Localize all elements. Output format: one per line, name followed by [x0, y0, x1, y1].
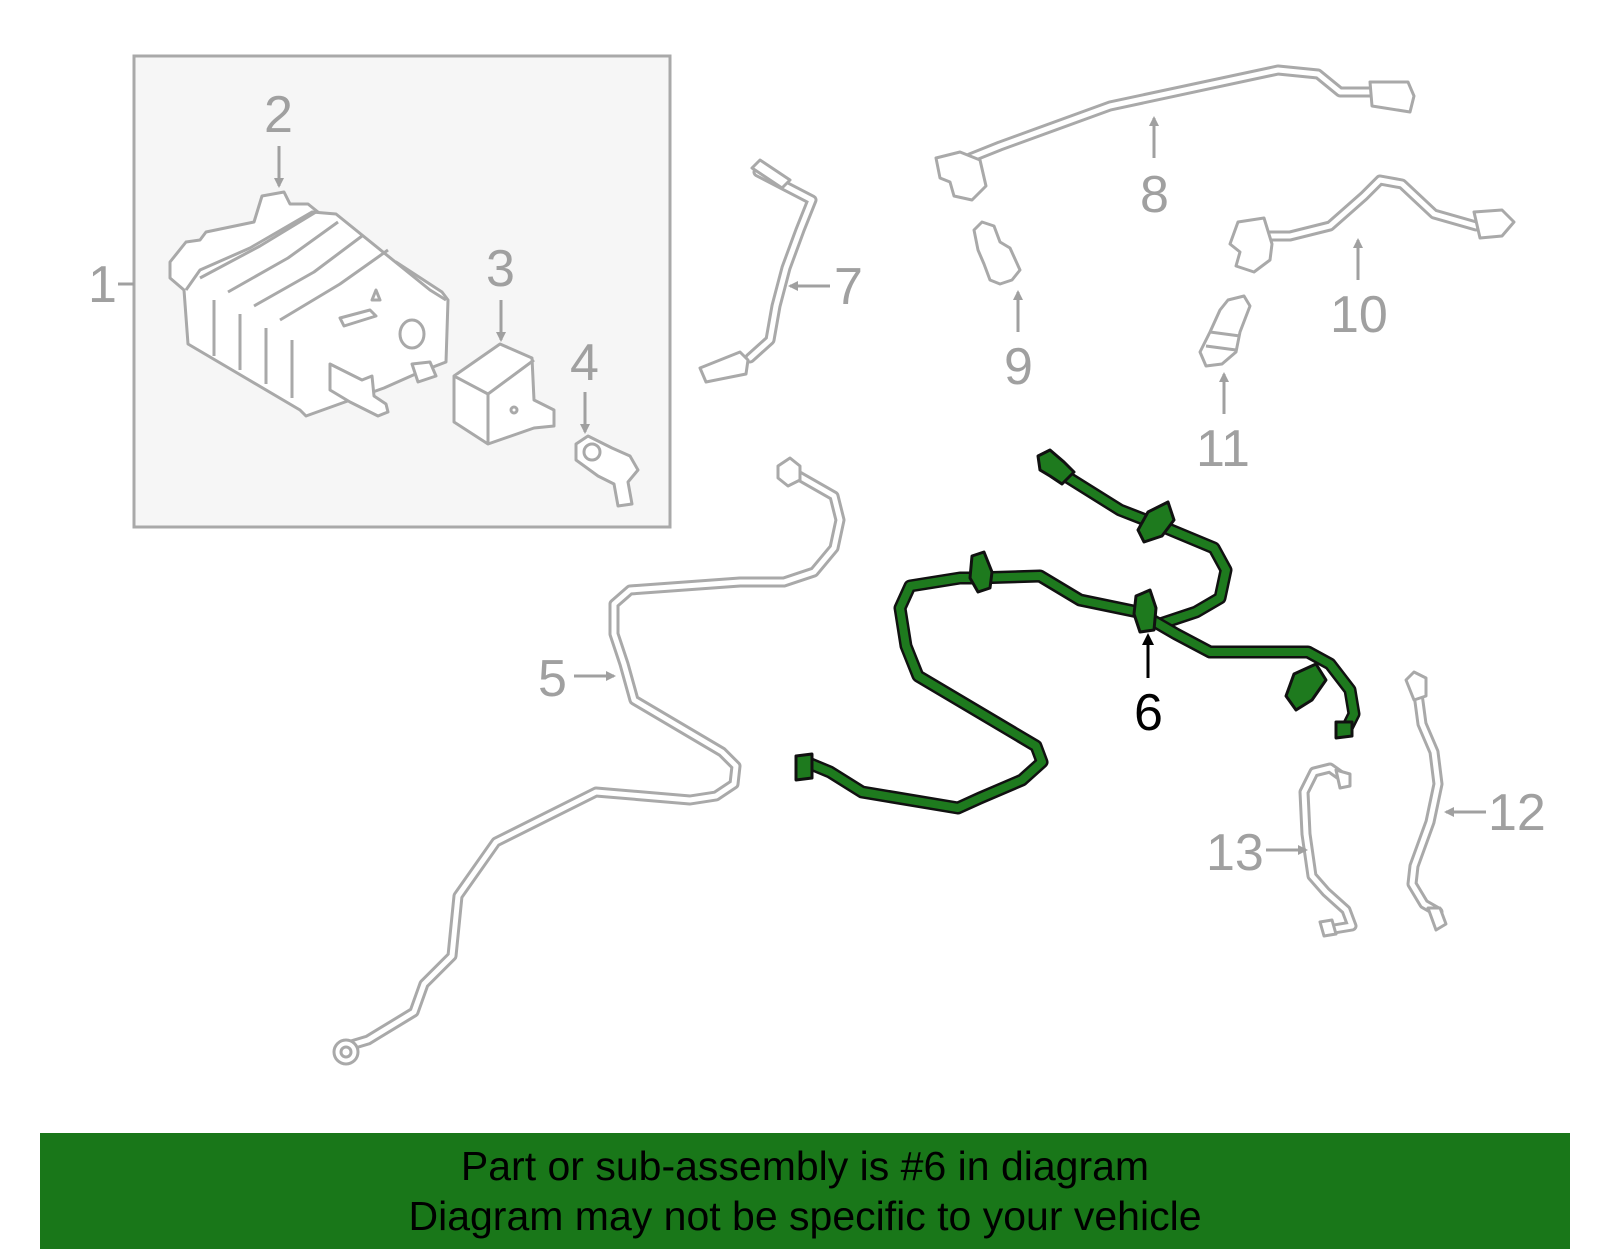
- footer-line-disclaimer: Diagram may not be specific to your vehi…: [408, 1193, 1202, 1239]
- part-3-purge-valve[interactable]: [452, 342, 556, 446]
- callout-9: 9: [1004, 290, 1033, 396]
- svg-text:4: 4: [570, 334, 599, 392]
- part-4-vent-valve[interactable]: [574, 434, 640, 508]
- svg-text:9: 9: [1004, 338, 1033, 396]
- callout-3: 3: [486, 240, 515, 342]
- footer-banner: Part or sub-assembly is #6 in diagram Di…: [40, 1133, 1570, 1249]
- part-2-vapor-canister[interactable]: [168, 190, 450, 418]
- callout-13: 13: [1206, 824, 1308, 882]
- part-11-connector[interactable]: [1198, 294, 1252, 368]
- callout-10: 10: [1330, 238, 1388, 344]
- callout-2: 2: [264, 86, 293, 188]
- callout-4: 4: [570, 334, 599, 434]
- callout-8: 8: [1140, 116, 1169, 224]
- callout-11: 11: [1196, 372, 1250, 478]
- part-6-hose-assembly-highlighted[interactable]: [794, 448, 1361, 815]
- callout-5: 5: [538, 650, 616, 708]
- part-7-sensor-harness[interactable]: [698, 158, 818, 384]
- footer-line-part-number: Part or sub-assembly is #6 in diagram: [460, 1143, 1150, 1189]
- svg-text:2: 2: [264, 86, 293, 144]
- svg-text:12: 12: [1488, 784, 1546, 842]
- svg-text:5: 5: [538, 650, 567, 708]
- part-9-check-valve[interactable]: [972, 220, 1022, 286]
- svg-text:11: 11: [1196, 420, 1250, 478]
- part-12-line[interactable]: [1404, 670, 1448, 932]
- svg-text:3: 3: [486, 240, 515, 298]
- callout-1: 1: [88, 256, 134, 314]
- part-13-line[interactable]: [1298, 762, 1358, 938]
- callout-12: 12: [1444, 784, 1546, 842]
- svg-text:1: 1: [88, 256, 117, 314]
- svg-text:8: 8: [1140, 166, 1169, 224]
- part-8-hose[interactable]: [934, 64, 1416, 202]
- svg-text:6: 6: [1134, 684, 1163, 742]
- svg-text:10: 10: [1330, 286, 1388, 344]
- callout-7: 7: [788, 258, 863, 316]
- svg-text:13: 13: [1206, 824, 1264, 882]
- part-10-hose[interactable]: [1228, 174, 1516, 274]
- callout-6: 6: [1134, 633, 1163, 742]
- svg-text:7: 7: [834, 258, 863, 316]
- part-5-vapor-line[interactable]: [332, 456, 846, 1066]
